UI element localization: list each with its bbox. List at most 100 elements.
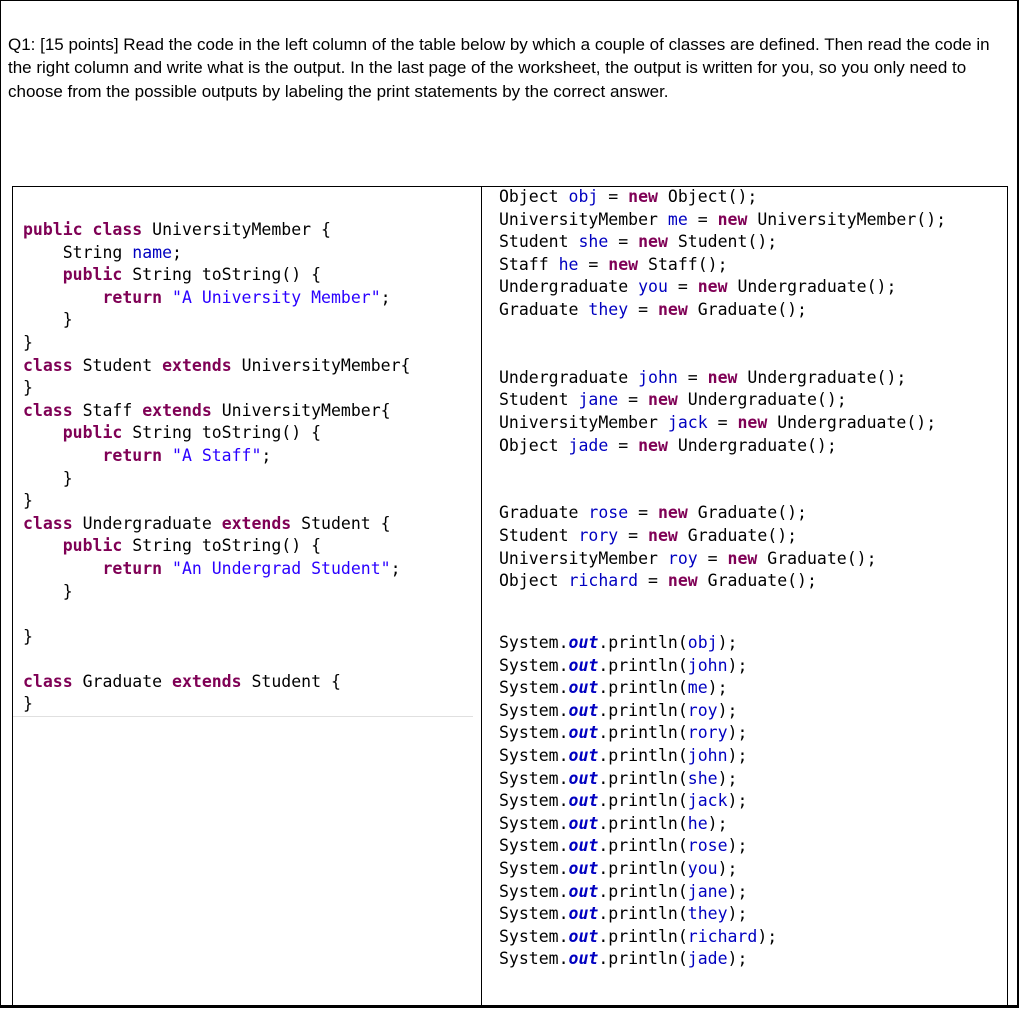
code-line: Student rory = new Graduate(); — [499, 526, 797, 545]
code-token: rory — [687, 723, 728, 743]
code-token: System. — [499, 655, 569, 675]
code-token: public — [23, 265, 133, 285]
code-line: public class UniversityMember { — [23, 220, 331, 239]
code-token: me — [667, 209, 688, 229]
code-token: Undergraduate(); — [747, 367, 907, 387]
code-token: .println( — [598, 768, 688, 788]
code-token: Student(); — [677, 232, 778, 252]
code-token: richard — [687, 926, 758, 946]
code-token: ); — [717, 768, 738, 788]
page-border-left — [0, 0, 1, 1008]
code-line: System.out.println(john); — [499, 656, 747, 675]
code-token: "A Staff" — [172, 445, 262, 465]
code-token: out — [568, 700, 599, 720]
code-token: ; — [390, 558, 401, 578]
page-border-bottom — [0, 1005, 1019, 1008]
code-token: extends — [162, 355, 242, 375]
code-line: Object obj = new Object(); — [499, 187, 757, 206]
code-token: class — [23, 355, 83, 375]
code-token: Undergraduate(); — [687, 390, 847, 410]
code-token: public — [23, 536, 133, 556]
code-token: richard — [568, 571, 639, 591]
code-token: out — [568, 926, 599, 946]
code-token: class — [23, 513, 83, 533]
object-declarations-code: Object obj = new Object(); UniversityMem… — [499, 186, 946, 593]
code-token: john — [687, 745, 728, 765]
code-token: .println( — [598, 678, 688, 698]
code-line: System.out.println(rory); — [499, 723, 747, 742]
code-token: System. — [499, 768, 569, 788]
code-token: UniversityMember{ — [221, 400, 391, 420]
left-cell-bottom-rule — [13, 716, 473, 717]
code-line: Student jane = new Undergraduate(); — [499, 390, 847, 409]
code-token: } — [23, 468, 73, 488]
code-token: = — [638, 571, 668, 591]
code-token: extends — [172, 671, 252, 691]
code-token: System. — [499, 745, 569, 765]
code-line: return "A Staff"; — [23, 446, 271, 465]
code-token: ); — [727, 949, 748, 969]
code-token: new — [657, 299, 698, 319]
page-border-top — [0, 0, 1017, 1]
code-line: System.out.println(john); — [499, 746, 747, 765]
code-token: Object — [499, 187, 569, 206]
code-line: return "A University Member"; — [23, 287, 390, 307]
code-token: String toString() { — [132, 536, 322, 556]
code-token: Object(); — [667, 187, 758, 206]
code-token: Student { — [251, 671, 341, 691]
code-token: Graduate(); — [707, 571, 817, 591]
table-border-right — [1007, 186, 1008, 1006]
code-token: UniversityMember { — [152, 220, 331, 239]
code-token: System. — [499, 926, 569, 946]
code-token: out — [568, 745, 599, 765]
code-token: "A University Member" — [172, 287, 381, 307]
code-token: ); — [727, 836, 748, 856]
code-token: } — [23, 694, 33, 714]
code-line: System.out.println(obj); — [499, 633, 737, 652]
code-token: .println( — [598, 655, 688, 675]
code-token: she — [578, 232, 609, 252]
code-token: new — [657, 503, 698, 523]
code-token: obj — [687, 633, 718, 652]
code-token: Undergraduate — [82, 513, 222, 533]
code-token: public — [23, 423, 133, 443]
code-line: Graduate they = new Graduate(); — [499, 300, 807, 319]
code-token: Undergraduate(); — [777, 412, 937, 432]
code-token: Graduate — [499, 503, 589, 523]
code-token: class — [23, 400, 83, 420]
code-token: jade — [687, 949, 728, 969]
code-token: = — [628, 503, 658, 523]
code-token: System. — [499, 813, 569, 833]
code-token: john — [687, 655, 728, 675]
code-token: = — [677, 367, 708, 387]
code-token: obj — [568, 187, 599, 206]
code-line: UniversityMember me = new UniversityMemb… — [499, 210, 946, 229]
code-token: .println( — [598, 881, 688, 901]
code-line: class Staff extends UniversityMember{ — [23, 401, 391, 420]
code-token: Staff — [499, 254, 559, 274]
code-token: } — [23, 332, 33, 352]
code-token: .println( — [598, 904, 688, 924]
code-line: System.out.println(jack); — [499, 791, 747, 810]
code-token: } — [23, 378, 33, 398]
code-token: me — [687, 678, 708, 698]
code-token: "An Undergrad Student" — [172, 558, 391, 578]
page-border-right — [1017, 0, 1019, 1008]
code-token: out — [568, 904, 599, 924]
code-token: UniversityMember — [499, 548, 668, 568]
code-token: System. — [499, 836, 569, 856]
code-token: she — [687, 768, 718, 788]
code-token: ); — [717, 858, 738, 878]
code-token: } — [23, 581, 73, 601]
code-token: String toString() { — [132, 265, 322, 285]
code-token: } — [23, 491, 33, 511]
code-line: System.out.println(you); — [499, 859, 737, 878]
code-token: Student — [499, 525, 579, 545]
code-token: .println( — [598, 858, 688, 878]
code-token: ); — [727, 655, 748, 675]
code-token: } — [23, 626, 33, 646]
code-token: rory — [578, 525, 619, 545]
code-token: ); — [727, 881, 748, 901]
code-token: new — [737, 412, 778, 432]
code-token: he — [687, 813, 708, 833]
